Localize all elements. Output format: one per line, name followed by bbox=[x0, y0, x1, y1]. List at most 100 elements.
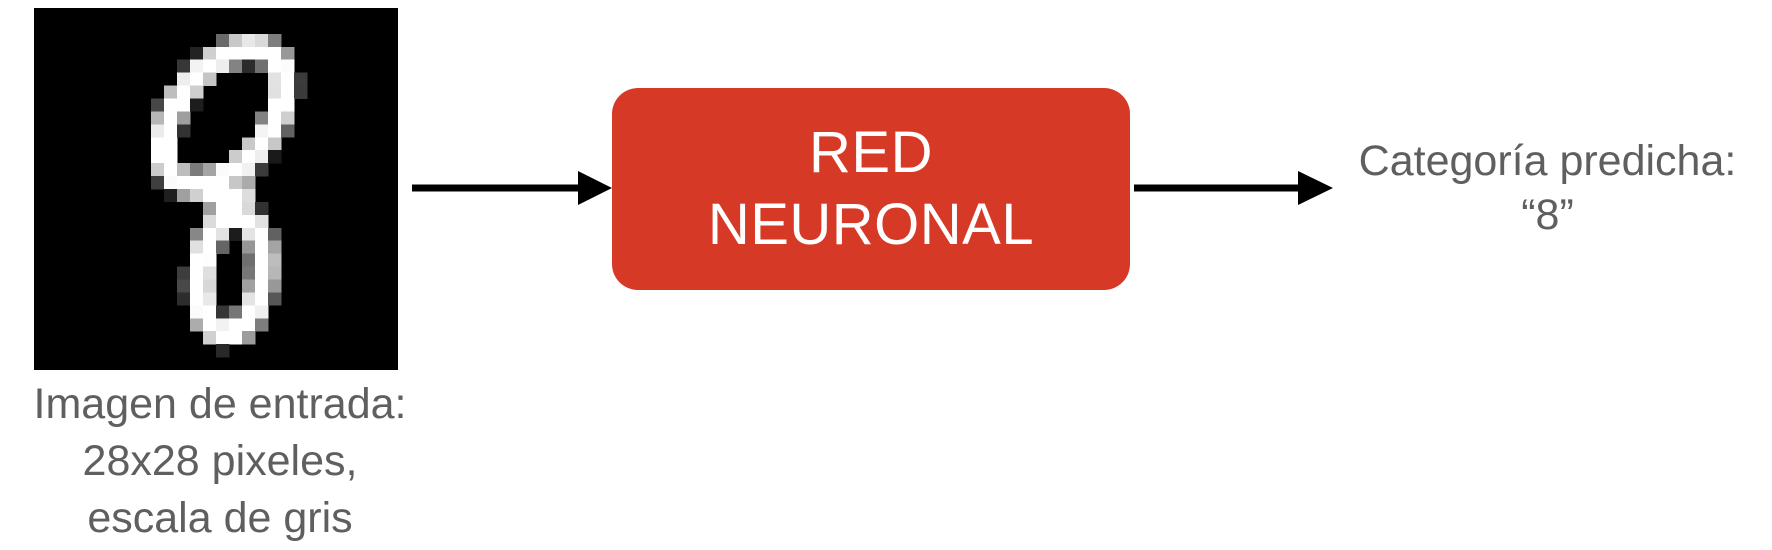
digit-pixel bbox=[242, 46, 256, 60]
arrow-network-to-output bbox=[1134, 171, 1333, 205]
digit-pixel bbox=[229, 318, 243, 332]
digit-pixel bbox=[190, 189, 204, 203]
digit-pixel bbox=[216, 163, 230, 177]
digit-pixel bbox=[229, 214, 243, 229]
digit-pixel bbox=[242, 253, 256, 267]
input-caption-line: Imagen de entrada: bbox=[33, 380, 407, 428]
digit-pixel bbox=[281, 85, 295, 99]
digit-pixel bbox=[203, 331, 217, 345]
digit-pixel bbox=[190, 279, 204, 293]
digit-pixel bbox=[216, 331, 230, 345]
digit-pixel bbox=[281, 111, 295, 125]
digit-pixel bbox=[255, 266, 269, 280]
digit-pixel bbox=[242, 189, 256, 203]
digit-pixel bbox=[229, 331, 243, 345]
digit-pixel bbox=[255, 292, 269, 306]
digit-pixel bbox=[190, 227, 204, 241]
digit-pixel bbox=[203, 59, 217, 73]
digit-pixel bbox=[164, 189, 178, 203]
digit-pixel bbox=[190, 176, 204, 190]
digit-pixel bbox=[255, 253, 269, 267]
digit-pixel bbox=[164, 176, 178, 190]
digit-pixel bbox=[203, 176, 217, 190]
digit-pixel bbox=[255, 124, 269, 138]
arrow-input-to-network bbox=[412, 171, 612, 205]
digit-pixel bbox=[177, 279, 191, 293]
digit-pixel bbox=[203, 201, 217, 216]
digit-pixel bbox=[268, 292, 282, 306]
digit-pixel bbox=[255, 201, 269, 216]
digit-pixel bbox=[294, 72, 308, 86]
digit-pixel bbox=[190, 85, 204, 99]
digit-pixel bbox=[255, 214, 269, 229]
input-caption-line: escala de gris bbox=[87, 494, 353, 542]
digit-pixel bbox=[177, 266, 191, 280]
digit-pixel bbox=[255, 137, 269, 151]
digit-pixel bbox=[268, 98, 282, 112]
digit-pixel bbox=[255, 59, 269, 73]
digit-pixel bbox=[216, 305, 230, 319]
digit-pixel bbox=[216, 46, 230, 60]
digit-pixel bbox=[177, 111, 191, 125]
digit-pixel bbox=[164, 124, 178, 138]
network-label-line: RED bbox=[809, 120, 933, 185]
digit-pixel bbox=[151, 150, 165, 164]
digit-pixel bbox=[164, 111, 178, 125]
digit-pixel bbox=[151, 98, 165, 112]
digit-pixel bbox=[190, 318, 204, 332]
digit-pixel bbox=[190, 72, 204, 86]
digit-pixel bbox=[203, 214, 217, 229]
digit-pixel bbox=[216, 189, 230, 203]
digit-pixel bbox=[177, 176, 191, 190]
digit-pixel bbox=[203, 279, 217, 293]
digit-pixel bbox=[151, 163, 165, 177]
neural-network-block: RED NEURONAL bbox=[612, 88, 1130, 290]
digit-pixel bbox=[242, 240, 256, 254]
digit-pixel bbox=[216, 59, 230, 73]
digit-pixel bbox=[177, 163, 191, 177]
digit-pixel bbox=[255, 227, 269, 241]
digit-pixel bbox=[164, 150, 178, 164]
digit-pixel bbox=[151, 176, 165, 190]
network-label-line: NEURONAL bbox=[707, 192, 1035, 257]
digit-pixel bbox=[281, 72, 295, 86]
digit-pixel bbox=[242, 266, 256, 280]
digit-pixel bbox=[268, 266, 282, 280]
digit-pixel bbox=[242, 318, 256, 332]
digit-pixel bbox=[177, 85, 191, 99]
digit-pixel bbox=[268, 150, 282, 164]
digit-pixel bbox=[177, 124, 191, 138]
digit-pixel bbox=[190, 163, 204, 177]
digit-pixel bbox=[268, 240, 282, 254]
digit-pixel bbox=[229, 189, 243, 203]
digit-pixel bbox=[203, 227, 217, 241]
digit-pixel bbox=[229, 59, 243, 73]
digit-pixel bbox=[229, 305, 243, 319]
output-caption-line: Categoría predicha: bbox=[1358, 137, 1737, 185]
digit-pixel bbox=[242, 292, 256, 306]
digit-pixel bbox=[268, 33, 282, 48]
digit-pixel bbox=[242, 176, 256, 190]
digit-pixel bbox=[229, 163, 243, 177]
digit-pixel bbox=[255, 33, 269, 48]
digit-pixel bbox=[281, 59, 295, 73]
digit-pixel bbox=[242, 331, 256, 345]
digit-pixel bbox=[164, 163, 178, 177]
digit-pixel bbox=[229, 46, 243, 60]
digit-pixel bbox=[242, 150, 256, 164]
digit-pixel bbox=[203, 318, 217, 332]
digit-pixel bbox=[242, 33, 256, 48]
digit-pixel bbox=[281, 98, 295, 112]
digit-pixel bbox=[268, 46, 282, 60]
digit-pixel bbox=[151, 111, 165, 125]
input-digit-image bbox=[34, 8, 398, 370]
digit-pixel bbox=[216, 214, 230, 229]
digit-pixel bbox=[216, 318, 230, 332]
digit-pixel bbox=[164, 85, 178, 99]
digit-pixel bbox=[190, 46, 204, 60]
digit-pixel bbox=[242, 201, 256, 216]
digit-pixel bbox=[229, 201, 243, 216]
digit-pixel bbox=[203, 266, 217, 280]
digit-pixel bbox=[151, 124, 165, 138]
digit-pixel bbox=[216, 33, 230, 48]
